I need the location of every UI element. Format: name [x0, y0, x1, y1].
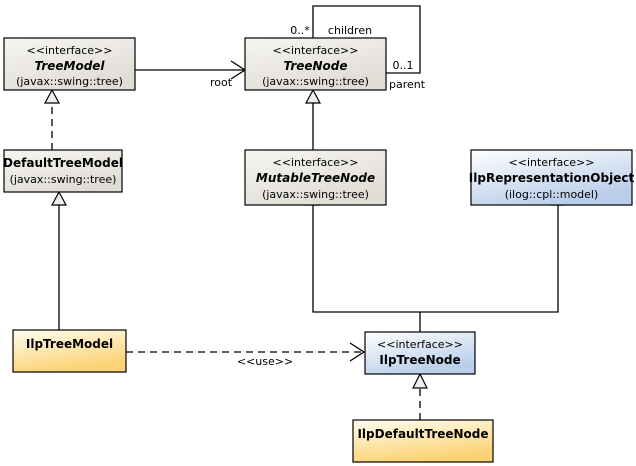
tree-node-package: (javax::swing::tree) — [262, 75, 369, 88]
edge-defaulttreemodel-realizes-treemodel — [43, 88, 61, 150]
ilp-tree-node-name: IlpTreeNode — [379, 353, 460, 367]
class-box-tree-model[interactable]: <<interface>> TreeModel (javax::swing::t… — [3, 37, 136, 91]
ilp-tree-node-stereotype: <<interface>> — [377, 338, 463, 351]
edge-ilptreemodel-extends-defaulttreemodel — [50, 190, 68, 330]
ilp-representation-object-name: IlpRepresentationObject — [469, 171, 635, 185]
ilp-tree-model-name: IlpTreeModel — [26, 337, 113, 351]
edge-ilptreenode-extends-mutabletreenode — [304, 190, 421, 332]
ilp-representation-object-stereotype: <<interface>> — [509, 156, 595, 169]
tree-model-package: (javax::swing::tree) — [16, 75, 123, 88]
tree-node-name: TreeNode — [283, 59, 347, 73]
mutable-tree-node-stereotype: <<interface>> — [273, 156, 359, 169]
tree-node-stereotype: <<interface>> — [273, 44, 359, 57]
label-parent: parent — [389, 78, 426, 91]
class-box-default-tree-model[interactable]: DefaultTreeModel (javax::swing::tree) — [3, 149, 123, 193]
edge-ilptreemodel-uses-ilptreenode — [126, 342, 366, 362]
class-box-ilp-representation-object[interactable]: <<interface>> IlpRepresentationObject (i… — [469, 149, 635, 206]
edge-ilpdefaulttreenode-realizes-ilptreenode — [412, 372, 428, 420]
ilp-default-tree-node-name: IlpDefaultTreeNode — [357, 427, 488, 441]
mutable-tree-node-name: MutableTreeNode — [256, 171, 375, 185]
tree-model-name: TreeModel — [34, 59, 105, 73]
edge-treenode-self-association — [312, 5, 421, 74]
label-root: root — [210, 76, 233, 89]
class-box-ilp-tree-model[interactable]: IlpTreeModel — [12, 329, 127, 373]
edge-ilptreenode-extends-ilprepresentationobject — [420, 190, 567, 313]
tree-model-stereotype: <<interface>> — [27, 44, 113, 57]
label-parent-multiplicity: 0..1 — [393, 59, 414, 72]
label-children-multiplicity: 0..* — [290, 24, 310, 37]
edge-mutabletreenode-extends-treenode — [304, 88, 322, 150]
label-children: children — [328, 24, 372, 37]
class-box-ilp-default-tree-node[interactable]: IlpDefaultTreeNode — [352, 419, 494, 463]
class-box-ilp-tree-node[interactable]: <<interface>> IlpTreeNode — [364, 331, 476, 375]
class-box-tree-node[interactable]: <<interface>> TreeNode (javax::swing::tr… — [244, 37, 387, 91]
mutable-tree-node-package: (javax::swing::tree) — [262, 188, 369, 201]
default-tree-model-name: DefaultTreeModel — [3, 156, 123, 170]
label-use: <<use>> — [237, 355, 293, 368]
class-box-mutable-tree-node[interactable]: <<interface>> MutableTreeNode (javax::sw… — [244, 149, 387, 206]
ilp-representation-object-package: (ilog::cpl::model) — [505, 188, 599, 201]
default-tree-model-package: (javax::swing::tree) — [10, 173, 117, 186]
